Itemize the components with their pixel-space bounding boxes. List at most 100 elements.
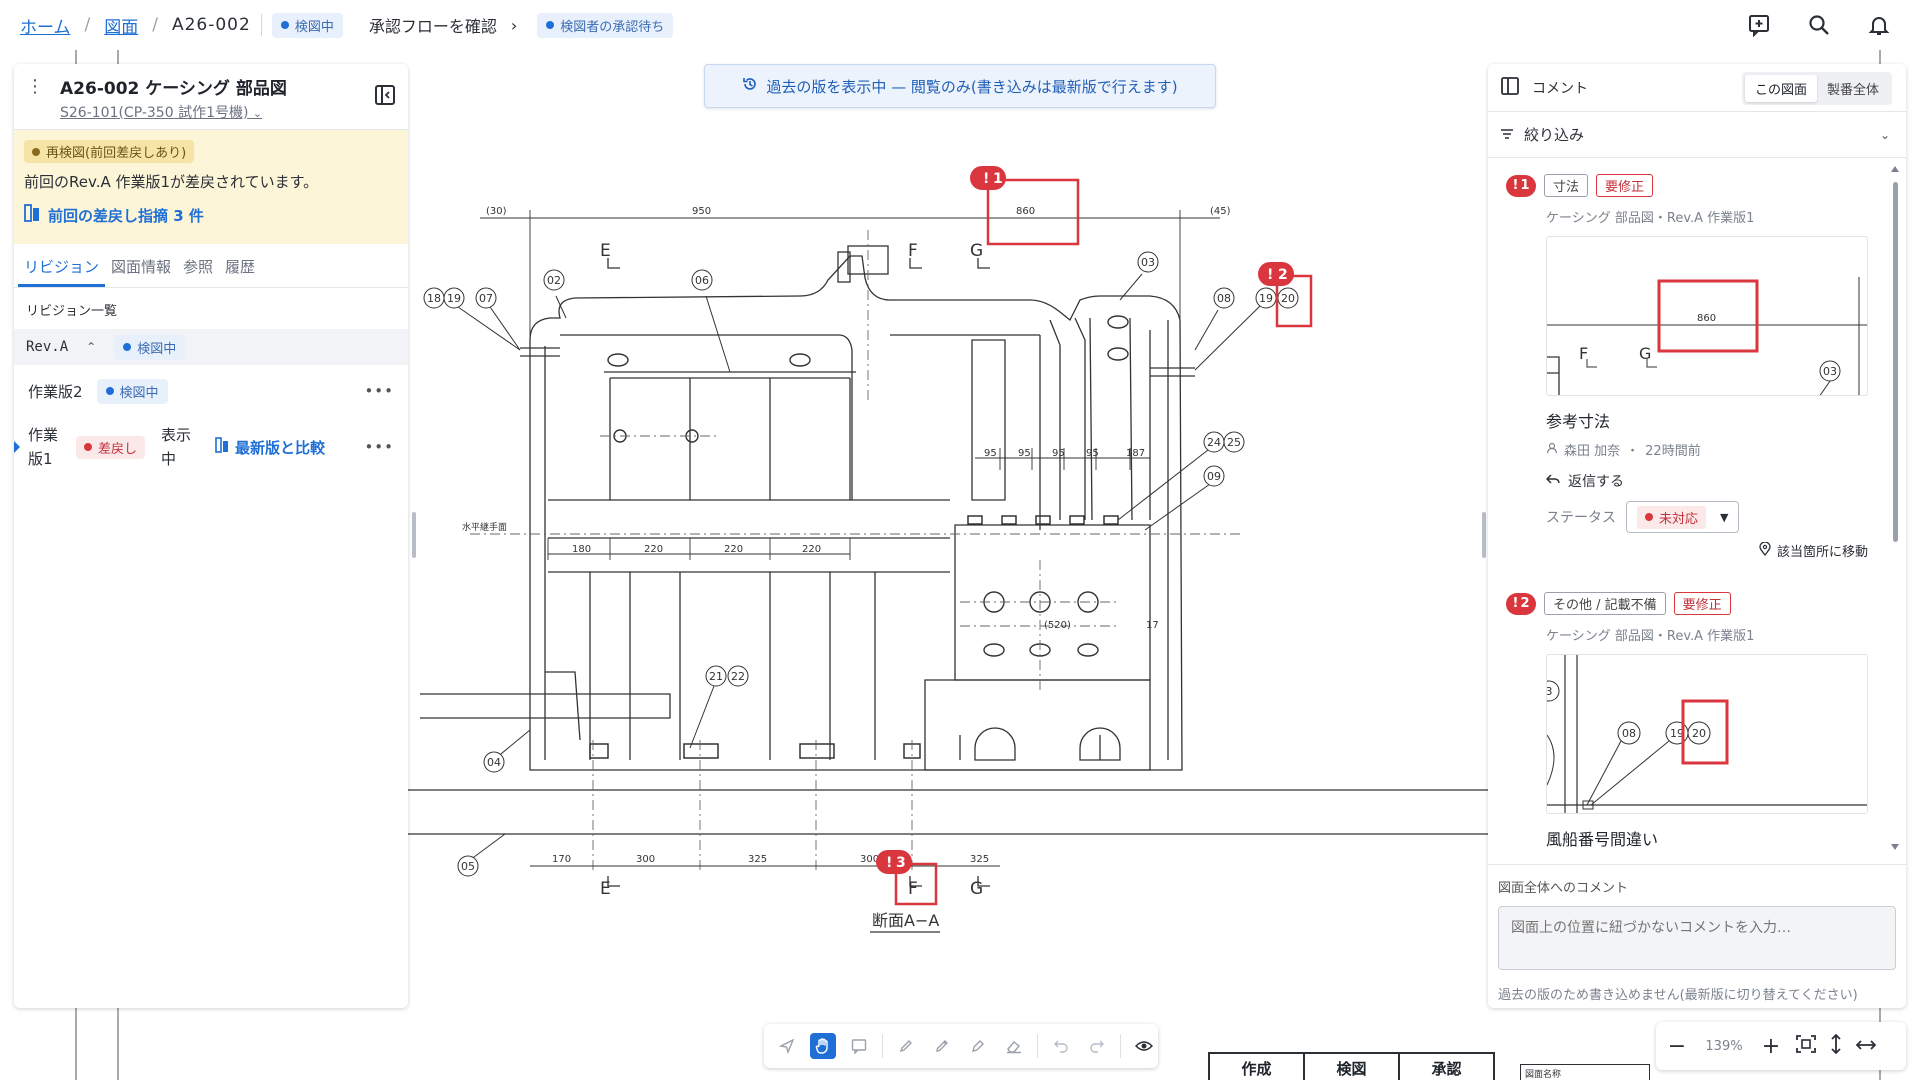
breadcrumb-home[interactable]: ホーム xyxy=(20,17,71,38)
dim-text: 300 xyxy=(636,854,655,865)
filter-toggle[interactable]: 絞り込み ⌄ xyxy=(1488,112,1906,158)
version-status-text: 検図中 xyxy=(119,385,159,401)
project-link[interactable]: S26-101(CP-350 試作1号機) ⌄ xyxy=(60,105,263,121)
kebab-menu-icon[interactable]: ⋮ xyxy=(26,76,44,97)
general-comment-input[interactable] xyxy=(1498,906,1896,970)
dim-text: 220 xyxy=(802,544,821,555)
zoom-level: 139% xyxy=(1705,1038,1743,1054)
balloon: 07 xyxy=(475,287,497,309)
section-letter: G xyxy=(970,241,983,261)
undo-icon[interactable] xyxy=(1048,1033,1074,1059)
status-value: 未対応 xyxy=(1659,511,1699,527)
scope-this-drawing[interactable]: この図面 xyxy=(1744,75,1817,102)
status-select[interactable]: 未対応 ▼ xyxy=(1626,501,1740,533)
needs-fix-tag: 要修正 xyxy=(1673,592,1731,615)
eye-icon[interactable] xyxy=(1131,1033,1157,1059)
balloon: 19 xyxy=(443,287,465,309)
reply-icon xyxy=(1545,473,1560,489)
panel-header: ⋮ A26-002 ケーシング 部品図 S26-101(CP-350 試作1号機… xyxy=(14,64,408,130)
dim-text: 17 xyxy=(1146,620,1159,631)
status-dot xyxy=(1645,513,1653,521)
dim-text: 95 xyxy=(1052,448,1065,459)
svg-text:09: 09 xyxy=(1207,470,1221,483)
add-comment-icon[interactable] xyxy=(1746,12,1772,38)
collapse-panel-icon[interactable] xyxy=(374,84,396,106)
dim-text: 170 xyxy=(552,854,571,865)
svg-text:24: 24 xyxy=(1207,436,1221,449)
comment-card[interactable]: !1 寸法 要修正 ケーシング 部品図・Rev.A 作業版1 F G 860 0… xyxy=(1506,174,1882,560)
displaying-label: 表示中 xyxy=(161,426,192,468)
comment-thumbnail[interactable]: 3 08 19 20 xyxy=(1546,654,1868,814)
section-letter: F xyxy=(908,241,918,261)
tab-drawing-info[interactable]: 図面情報 xyxy=(111,258,172,276)
eraser-icon[interactable] xyxy=(1001,1033,1027,1059)
reply-button[interactable]: 返信する xyxy=(1545,471,1882,491)
compare-latest-link[interactable]: 最新版と比較 xyxy=(215,437,325,458)
version-row-selected[interactable]: 作業版1 差戻し 表示中 最新版と比較 ••• xyxy=(14,417,408,477)
comment-area-3[interactable] xyxy=(894,862,938,906)
tab-reference[interactable]: 参照 xyxy=(183,258,214,276)
approval-flow-link[interactable]: 承認フローを確認› xyxy=(369,13,517,37)
marker-icon[interactable] xyxy=(965,1033,991,1059)
send-icon[interactable] xyxy=(774,1033,800,1059)
redo-icon[interactable] xyxy=(1084,1033,1110,1059)
status-dot xyxy=(105,387,114,395)
tab-revision[interactable]: リビジョン xyxy=(18,256,106,287)
read-only-note: 過去の版のため書き込めません(最新版に切り替えてください) xyxy=(1498,988,1858,1003)
more-icon[interactable]: ••• xyxy=(364,438,394,456)
search-icon[interactable] xyxy=(1806,12,1832,38)
chevron-right-icon: › xyxy=(510,15,518,35)
hand-icon[interactable] xyxy=(810,1033,836,1059)
comment-area-2[interactable] xyxy=(1275,274,1313,328)
bell-icon[interactable] xyxy=(1866,12,1892,38)
chevron-up-icon[interactable]: ⌃ xyxy=(86,340,97,354)
zoom-in-button[interactable]: + xyxy=(1761,1033,1781,1059)
dim-text: 325 xyxy=(970,854,989,865)
comment-number-badge: !2 xyxy=(1506,592,1536,615)
comment-icon[interactable] xyxy=(846,1033,872,1059)
dim-text: (30) xyxy=(486,206,507,217)
svg-text:22: 22 xyxy=(731,670,745,683)
breadcrumb-separator: / xyxy=(84,15,91,35)
comment-area-1[interactable] xyxy=(986,178,1080,246)
revision-row[interactable]: Rev.A ⌃ 検図中 xyxy=(14,329,408,365)
comment-scrollbar[interactable] xyxy=(1890,164,1900,854)
comment-marker-2[interactable]: ! 2 xyxy=(1258,262,1294,286)
svg-text:F: F xyxy=(1579,344,1588,363)
comment-list[interactable]: !1 寸法 要修正 ケーシング 部品図・Rev.A 作業版1 F G 860 0… xyxy=(1488,158,1906,858)
comment-card[interactable]: !2 その他 / 記載不備 要修正 ケーシング 部品図・Rev.A 作業版1 3… xyxy=(1506,592,1882,850)
fit-screen-icon[interactable] xyxy=(1796,1035,1816,1057)
meta-separator: ・ xyxy=(1626,444,1640,459)
selected-indicator xyxy=(14,441,20,453)
scope-whole-project[interactable]: 製番全体 xyxy=(1826,83,1879,98)
balloon: 19 xyxy=(1255,287,1277,309)
status-dot xyxy=(123,343,132,351)
tab-history[interactable]: 履歴 xyxy=(225,258,256,276)
fit-width-icon[interactable] xyxy=(1855,1037,1877,1055)
version-name: 作業版1 xyxy=(28,426,59,468)
comment-marker-3[interactable]: ! 3 xyxy=(876,850,912,874)
pen-icon[interactable] xyxy=(893,1033,919,1059)
comment-marker-1[interactable]: ! 1 xyxy=(970,166,1006,190)
go-to-location-link[interactable]: 該当箇所に移動 xyxy=(1506,540,1868,560)
divider xyxy=(260,14,262,36)
drawing-title: A26-002 ケーシング 部品図 xyxy=(60,79,287,99)
chevron-down-icon: ⌄ xyxy=(252,107,263,120)
svg-text:20: 20 xyxy=(1692,727,1706,740)
more-icon[interactable]: ••• xyxy=(364,382,394,400)
status-dot xyxy=(280,21,289,29)
zoom-out-button[interactable]: − xyxy=(1667,1033,1687,1059)
fit-height-icon[interactable] xyxy=(1830,1033,1842,1058)
svg-text:!: ! xyxy=(886,855,892,871)
breadcrumb-drawings[interactable]: 図面 xyxy=(104,17,139,38)
comment-thumbnail[interactable]: F G 860 03 xyxy=(1546,236,1868,396)
previous-rejection-link[interactable]: 前回の差戻し指摘 3 件 xyxy=(24,204,398,226)
needs-fix-tag: 要修正 xyxy=(1596,174,1654,197)
drawing-toolbar xyxy=(764,1024,1158,1068)
panel-toggle-icon[interactable] xyxy=(1500,76,1520,100)
svg-text:!: ! xyxy=(983,171,989,187)
dim-text: 220 xyxy=(724,544,743,555)
pencil-icon[interactable] xyxy=(929,1033,955,1059)
version-row[interactable]: 作業版2 検図中 ••• xyxy=(14,365,408,417)
toolbar-divider xyxy=(882,1034,883,1058)
